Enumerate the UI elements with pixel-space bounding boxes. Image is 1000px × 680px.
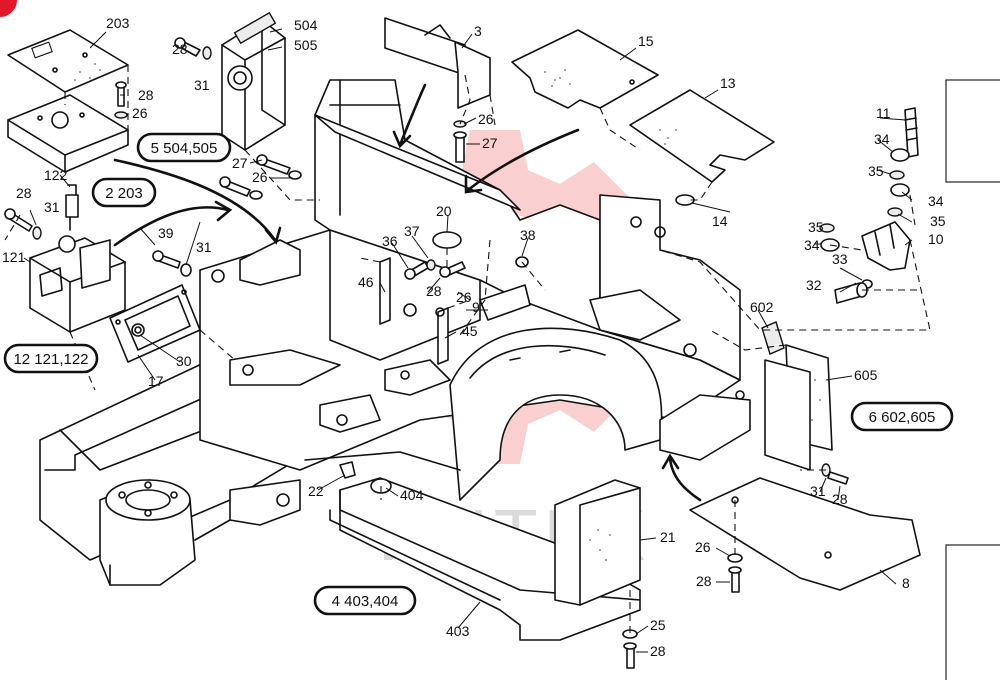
part-602-block	[761, 321, 785, 355]
part-label-27: 27	[482, 135, 498, 151]
part-label-26: 26	[478, 111, 494, 127]
part-label-28: 28	[696, 573, 712, 589]
part-label-28: 28	[650, 643, 666, 659]
page-frame	[945, 79, 1000, 680]
part-label-32: 32	[806, 277, 822, 293]
part-label-39: 39	[158, 225, 174, 241]
part-label-13: 13	[720, 75, 736, 91]
main-frame	[39, 79, 751, 586]
part-22-clip	[339, 461, 356, 479]
fasteners	[4, 37, 849, 669]
part-label-46: 46	[358, 274, 374, 290]
part-label-3: 3	[474, 23, 482, 39]
corner-badge	[0, 0, 17, 17]
callout-2: 2 203	[105, 185, 143, 202]
part-label-10: 10	[928, 231, 944, 247]
part-label-35: 35	[868, 163, 884, 179]
part-label-403: 403	[446, 623, 470, 639]
part-13-plate	[629, 89, 775, 183]
part-label-28: 28	[172, 41, 188, 57]
part-122-sensor	[65, 184, 79, 231]
part-label-22: 22	[308, 483, 324, 499]
part-11-stud	[887, 107, 919, 217]
part-tray	[7, 94, 129, 173]
part-label-28: 28	[426, 283, 442, 299]
part-35-washer	[819, 223, 835, 233]
part-121-box	[29, 235, 126, 333]
part-label-15: 15	[638, 33, 654, 49]
callout-4: 4 403,404	[332, 593, 399, 610]
part-label-25: 25	[650, 617, 666, 633]
part-203-cover-plate	[7, 29, 129, 93]
part-605-panel	[764, 344, 833, 471]
leader-lines	[23, 28, 913, 653]
part-label-31: 31	[196, 239, 212, 255]
part-label-602: 602	[750, 299, 774, 315]
part-label-17: 17	[148, 373, 164, 389]
part-15-plate	[511, 29, 659, 109]
part-8-floor-plate	[689, 477, 921, 591]
part-label-8: 8	[902, 575, 910, 591]
part-label-34: 34	[804, 237, 820, 253]
direction-arrows	[113, 83, 702, 502]
part-label-30: 30	[176, 353, 192, 369]
part-505-housing	[221, 11, 286, 151]
part-label-26: 26	[695, 539, 711, 555]
part-label-21: 21	[660, 529, 676, 545]
part-label-28: 28	[832, 491, 848, 507]
part-22-rod	[304, 451, 461, 471]
part-label-605: 605	[854, 367, 878, 383]
part-label-28: 28	[16, 185, 32, 201]
part-label-34: 34	[928, 193, 944, 209]
callout-5: 5 504,505	[151, 140, 218, 157]
callout-6: 6 602,605	[869, 409, 936, 426]
part-label-33: 33	[832, 251, 848, 267]
part-label-121: 121	[2, 249, 26, 265]
callout-pills: 5 504,505 2 203 12 121,122 6 602,605 4 4…	[3, 132, 954, 616]
part-10-bracket	[861, 221, 911, 271]
part-label-122: 122	[44, 167, 68, 183]
part-label-34: 34	[874, 131, 890, 147]
part-label-20: 20	[436, 203, 452, 219]
part-label-11: 11	[876, 105, 891, 121]
part-label-36: 36	[382, 233, 398, 249]
part-label-38: 38	[520, 227, 536, 243]
part-label-31: 31	[194, 77, 210, 93]
part-label-26: 26	[132, 105, 148, 121]
part-21-panel	[554, 479, 641, 606]
part-label-35: 35	[930, 213, 946, 229]
part-label-45: 45	[462, 323, 478, 339]
part-number-labels: 2032831504505282631513262727261134353435…	[2, 15, 946, 659]
part-label-35: 35	[808, 219, 824, 235]
part-label-37: 37	[404, 223, 420, 239]
part-label-203: 203	[106, 15, 130, 31]
part-label-505: 505	[294, 37, 318, 53]
part-label-9: 9	[472, 299, 480, 315]
part-label-14: 14	[712, 213, 728, 229]
part-label-26: 26	[252, 169, 268, 185]
part-label-404: 404	[400, 487, 424, 503]
callout-12: 12 121,122	[13, 351, 88, 368]
part-label-26: 26	[456, 289, 472, 305]
assembly-lines	[4, 65, 931, 634]
part-label-31: 31	[44, 199, 60, 215]
part-label-504: 504	[294, 17, 318, 33]
part-label-27: 27	[232, 155, 248, 171]
part-label-31: 31	[810, 483, 826, 499]
part-label-28: 28	[138, 87, 154, 103]
part-20-clamp	[432, 231, 462, 249]
